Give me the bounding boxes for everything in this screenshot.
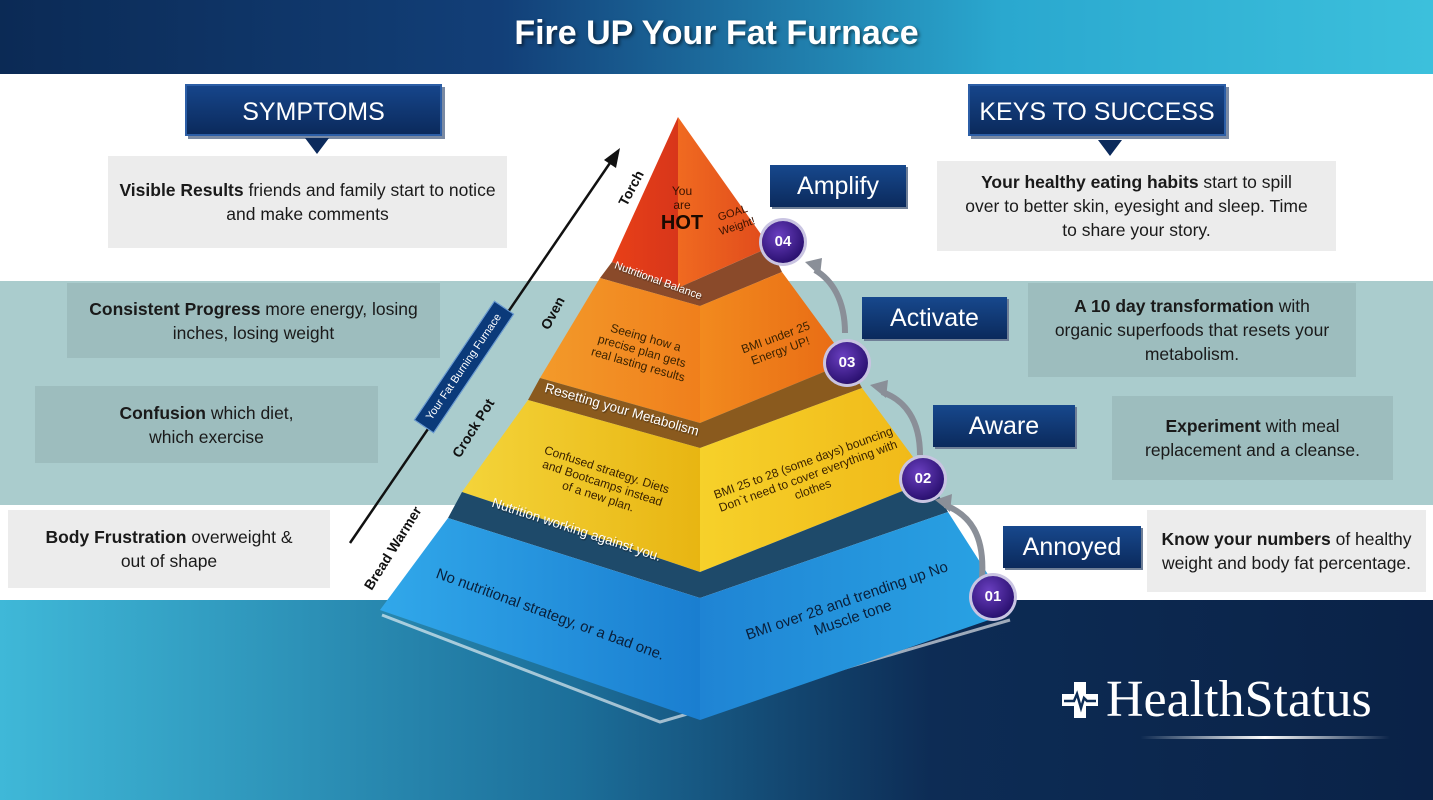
- torch-text-are: are: [673, 198, 691, 212]
- symptoms-header: SYMPTOMS: [185, 84, 442, 136]
- torch-left-text: You are HOT: [660, 184, 704, 234]
- key-card-know-numbers: Know your numbers of healthy weight and …: [1147, 510, 1426, 592]
- key-bold: Experiment: [1165, 416, 1261, 436]
- torch-text-hot: HOT: [660, 212, 704, 234]
- symptom-card-body-frustration: Body Frustration overweight & out of sha…: [8, 510, 330, 588]
- connector-arrowhead: [870, 380, 888, 398]
- connector-02-03: [880, 389, 923, 456]
- torch-right-face: [678, 117, 770, 288]
- key-bold: Know your numbers: [1161, 529, 1331, 549]
- connector-arrowhead: [935, 494, 952, 512]
- torch-text-you: You: [671, 184, 693, 198]
- band-nutritional-balance: [600, 247, 782, 306]
- stage-aware: Aware: [933, 405, 1075, 447]
- crockpot-left-face: [462, 400, 700, 572]
- crockpot-right-face: [700, 388, 930, 572]
- healthstatus-logo: HealthStatus: [1060, 670, 1372, 729]
- key-text: start to spill over to better skin, eyes…: [965, 172, 1308, 240]
- symptom-card-consistent-progress: Consistent Progress more energy, losing …: [67, 283, 440, 358]
- symptom-bold: Confusion: [119, 402, 206, 423]
- step-badge-02: 02: [902, 458, 944, 500]
- medical-cross-icon: [1060, 674, 1100, 718]
- progress-arrow-head: [604, 148, 620, 168]
- key-card-healthy-habits: Your healthy eating habits start to spil…: [937, 161, 1336, 251]
- stage-amplify: Amplify: [770, 165, 906, 207]
- step-badge-01: 01: [972, 576, 1014, 618]
- oven-left-face: [540, 278, 700, 423]
- step-badge-04: 04: [762, 221, 804, 263]
- connector-01-02: [943, 502, 986, 579]
- breadwarmer-right-face: [700, 512, 1012, 720]
- symptom-text: more energy, losing inches, losing weigh…: [172, 298, 418, 343]
- keys-header: KEYS TO SUCCESS: [968, 84, 1226, 136]
- header-banner: [0, 0, 1433, 74]
- pyramid-shadow: [381, 613, 1011, 724]
- keys-pointer: [1098, 140, 1122, 156]
- symptom-text: overweight & out of shape: [120, 527, 293, 571]
- key-text: with meal replacement and a cleanse.: [1145, 416, 1360, 460]
- symptom-text: friends and family start to notice and m…: [226, 180, 496, 224]
- symptom-bold: Consistent Progress: [89, 298, 261, 319]
- key-card-transformation: A 10 day transformation with organic sup…: [1028, 283, 1356, 377]
- oven-right-face: [700, 272, 848, 423]
- symptom-card-confusion: Confusion which diet, which exercise: [35, 386, 378, 463]
- band-nutrition-against: [448, 480, 948, 598]
- logo-underline: [1140, 736, 1390, 739]
- symptom-text: which diet, which exercise: [149, 402, 294, 447]
- symptom-bold: Body Frustration: [45, 527, 187, 547]
- torch-left-face: [612, 117, 678, 288]
- stage-activate: Activate: [862, 297, 1007, 339]
- connector-arrowhead: [805, 258, 822, 276]
- step-badge-03: 03: [826, 342, 868, 384]
- symptom-bold: Visible Results: [119, 180, 244, 200]
- key-bold: A 10 day transformation: [1074, 296, 1274, 316]
- symptom-card-visible-results: Visible Results friends and family start…: [108, 156, 507, 248]
- key-text: of healthy weight and body fat percentag…: [1161, 529, 1412, 573]
- key-bold: Your healthy eating habits: [981, 172, 1199, 192]
- logo-text: HealthStatus: [1106, 671, 1372, 728]
- symptoms-pointer: [305, 138, 329, 154]
- key-card-experiment: Experiment with meal replacement and a c…: [1112, 396, 1393, 480]
- breadwarmer-left-face: [380, 518, 700, 720]
- page-title: Fire UP Your Fat Furnace: [514, 14, 919, 52]
- key-text: with organic superfoods that resets your…: [1054, 296, 1330, 364]
- stage-annoyed: Annoyed: [1003, 526, 1141, 568]
